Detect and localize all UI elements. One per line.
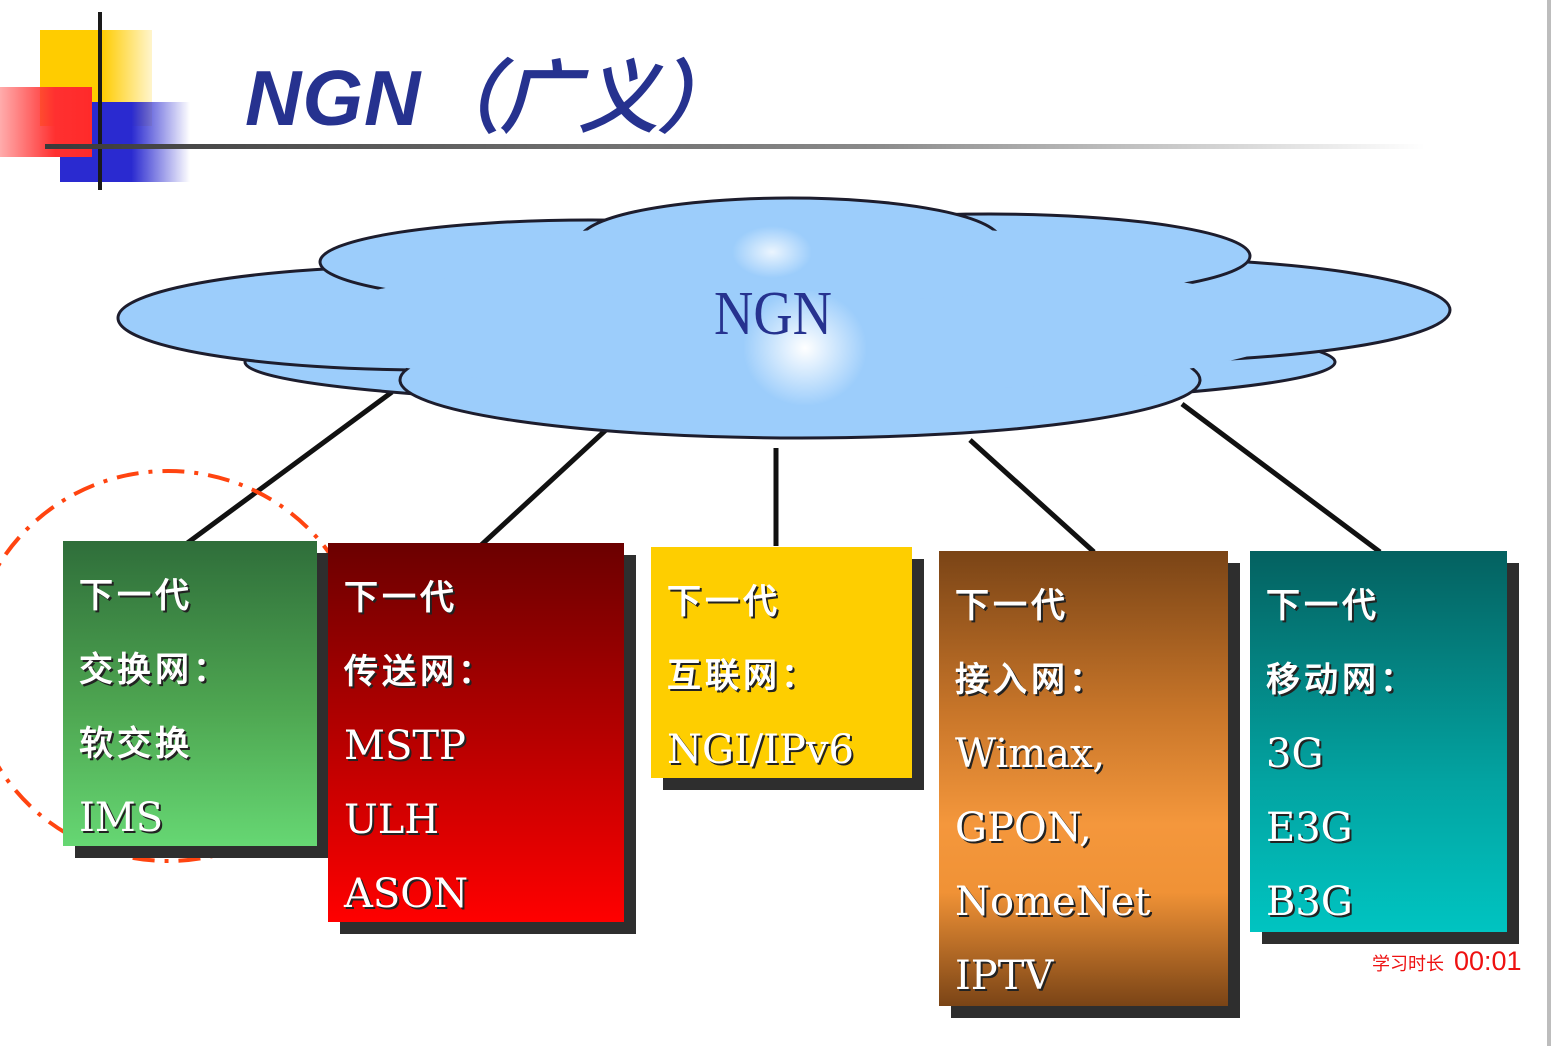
corner-vertical-line [98, 12, 102, 190]
box-line: E3G [1266, 805, 1353, 851]
box-line: NomeNet [955, 879, 1151, 925]
connector-line [184, 389, 394, 547]
box-line: 传送网： [344, 652, 496, 692]
box-next-gen-switching-network: 下一代 交换网： 软交换 IMS [63, 541, 317, 846]
box-line: 交换网： [79, 650, 231, 690]
connector-lines [184, 389, 1382, 555]
box-line: Wimax, [955, 731, 1106, 777]
cloud-highlight [743, 290, 867, 406]
title-rule [45, 144, 1425, 149]
box-next-gen-access-network: 下一代 接入网： Wimax, GPON, NomeNet IPTV [939, 551, 1228, 1006]
box-line: B3G [1266, 879, 1353, 925]
box-line: 下一代 [1266, 586, 1380, 626]
box-line: 下一代 [344, 578, 458, 618]
box-line: 接入网： [955, 660, 1107, 700]
cloud-label: NGN [714, 280, 832, 348]
box-next-gen-mobile-network: 下一代 移动网： 3G E3G B3G [1250, 551, 1507, 932]
box-line: IMS [79, 795, 164, 841]
box-line: 下一代 [955, 586, 1069, 626]
box-line: 互联网： [667, 656, 819, 696]
slide-title: NGN（广义） [245, 54, 738, 142]
study-timer: 学习时长 00:01 [1372, 946, 1522, 977]
box-line: NGI/IPv6 [667, 727, 854, 773]
cloud-highlight [732, 226, 812, 278]
study-timer-value: 00:01 [1454, 946, 1522, 976]
window-edge [1547, 0, 1551, 1046]
study-timer-label: 学习时长 [1372, 954, 1444, 974]
box-line: ULH [344, 797, 440, 843]
box-line: 下一代 [667, 582, 781, 622]
connector-line [476, 426, 610, 550]
box-line: 3G [1266, 731, 1324, 777]
box-line: 软交换 [79, 724, 193, 764]
box-line: 下一代 [79, 576, 193, 616]
box-next-gen-internet: 下一代 互联网： NGI/IPv6 [651, 547, 912, 778]
box-line: IPTV [955, 953, 1054, 999]
box-line: ASON [344, 871, 469, 917]
connector-line [1180, 401, 1382, 555]
box-line: MSTP [344, 723, 466, 769]
connector-line [968, 438, 1096, 554]
box-line: GPON, [955, 805, 1092, 851]
box-line: 移动网： [1266, 660, 1418, 700]
box-next-gen-transport-network: 下一代 传送网： MSTP ULH ASON [328, 543, 624, 922]
